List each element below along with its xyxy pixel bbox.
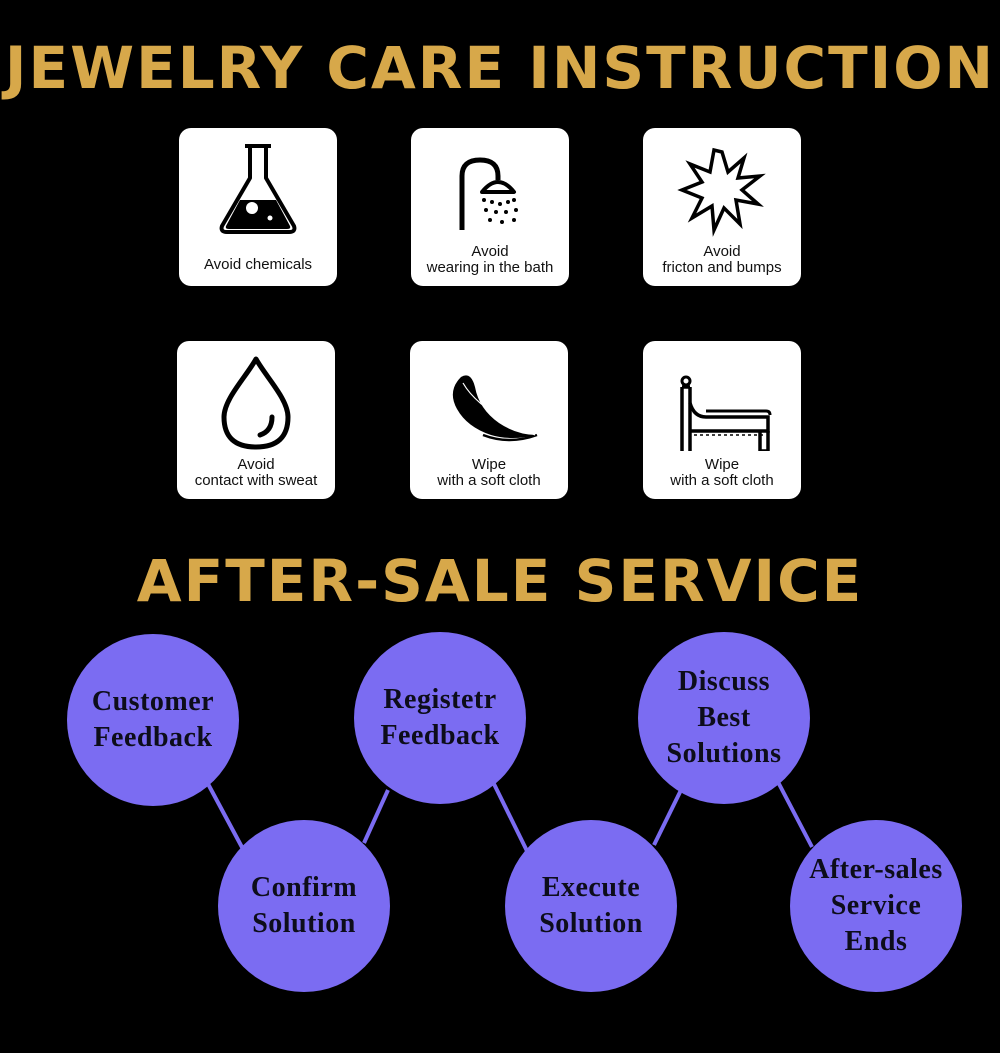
care-card-wipe-2: Wipe with a soft cloth	[643, 341, 801, 499]
care-caption-line1: Wipe	[471, 456, 507, 473]
step-discuss-solutions: Discuss Best Solutions	[638, 632, 810, 804]
step-execute-solution: Execute Solution	[505, 820, 677, 992]
step-label: Feedback	[93, 722, 213, 753]
step-service-ends: After-sales Service Ends	[790, 820, 962, 992]
step-label: Customer	[91, 686, 215, 717]
care-caption-line2: with a soft cloth	[437, 472, 541, 489]
care-card-chemicals: Avoid chemicals	[179, 128, 337, 286]
step-label: After-sales	[809, 854, 943, 885]
shower-icon	[459, 157, 518, 230]
care-card-bath: Avoid wearing in the bath	[411, 128, 569, 286]
care-caption-line1: Avoid	[237, 456, 275, 473]
connector-line	[205, 781, 246, 852]
care-card-bumps: Avoid fricton and bumps	[643, 128, 801, 286]
care-caption-line2: contact with sweat	[194, 472, 318, 489]
step-label: Ends	[844, 926, 908, 957]
step-label: Solution	[539, 908, 643, 939]
connector-line	[652, 785, 685, 846]
bed-icon	[680, 375, 772, 451]
connector-line	[776, 781, 814, 848]
step-customer-feedback: Customer Feedback	[67, 634, 239, 806]
water-drop-icon	[221, 356, 291, 450]
care-caption-line1: Wipe	[704, 456, 740, 473]
care-caption-line2: with a soft cloth	[670, 472, 774, 489]
step-label: Execute	[541, 872, 641, 903]
step-label: Feedback	[380, 720, 500, 751]
step-label: Registetr	[383, 684, 497, 715]
step-confirm-solution: Confirm Solution	[218, 820, 390, 992]
care-caption-line2: wearing in the bath	[426, 259, 554, 276]
step-label: Solution	[252, 908, 356, 939]
step-label: Service	[830, 890, 922, 921]
care-caption-line1: Avoid	[703, 243, 741, 260]
connector-line	[492, 783, 530, 854]
service-title: AFTER-SALE SERVICE	[136, 547, 864, 615]
care-card-wipe-1: Wipe with a soft cloth	[410, 341, 568, 499]
step-label: Discuss	[677, 666, 771, 697]
starburst-icon	[677, 147, 766, 237]
care-card-sweat: Avoid contact with sweat	[177, 341, 335, 499]
care-caption-line2: fricton and bumps	[662, 259, 782, 276]
step-label: Confirm	[250, 872, 358, 903]
care-caption-line1: Avoid chemicals	[203, 256, 313, 273]
connector-line	[362, 789, 390, 844]
care-caption-line1: Avoid	[471, 243, 509, 260]
step-register-feedback: Registetr Feedback	[354, 632, 526, 804]
step-label: Solutions	[666, 738, 782, 769]
flask-icon	[219, 144, 297, 234]
care-title: JEWELRY CARE INSTRUCTION	[4, 34, 996, 102]
feather-icon	[452, 375, 538, 442]
step-label: Best	[697, 702, 751, 733]
